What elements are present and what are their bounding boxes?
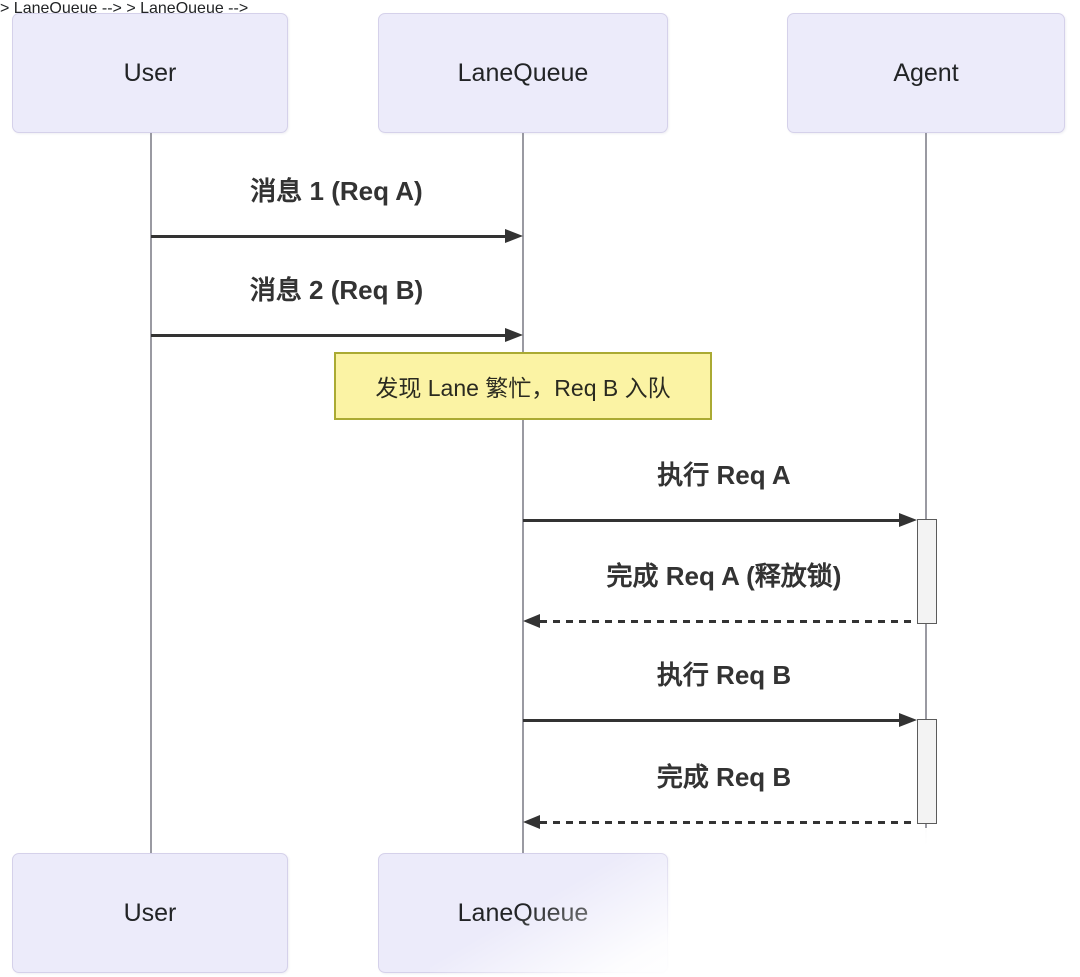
message-arrow-line [523,719,899,722]
activation-bar-req-b [917,719,937,824]
arrowhead-left-icon [523,815,540,829]
message-label: 执行 Req B [656,660,792,690]
actor-top-agent: Agent [787,13,1065,133]
arrowhead-right-icon [899,713,917,727]
message-arrow-line-dashed [540,821,917,824]
message-arrow-line [151,334,505,337]
actor-label: LaneQueue [457,58,589,87]
message-label: 消息 1 (Req A) [250,176,423,206]
arrowhead-right-icon [899,513,917,527]
message-label: 执行 Req A [657,460,791,490]
note-box: 发现 Lane 繁忙，Req B 入队 [334,352,712,420]
arrowhead-right-icon [505,229,523,243]
actor-bottom-user: User [12,853,288,973]
lifeline-lanequeue [522,133,524,853]
message-label: 完成 Req B [656,762,792,792]
activation-bar-req-a [917,519,937,624]
actor-bottom-lanequeue: LaneQueue [378,853,668,973]
actor-top-lanequeue: LaneQueue [378,13,668,133]
message-label: 消息 2 (Req B) [249,275,424,305]
message-arrow-line [523,519,899,522]
actor-label: User [123,898,177,927]
actor-label: User [123,58,177,87]
actor-label: Agent [893,58,959,87]
actor-top-user: User [12,13,288,133]
actor-label: LaneQueue [457,898,589,927]
message-arrow-line-dashed [540,620,917,623]
arrowhead-left-icon [523,614,540,628]
arrowhead-right-icon [505,328,523,342]
lifeline-agent [925,133,927,853]
message-arrow-line [151,235,505,238]
lifeline-user [150,133,152,853]
message-label: 完成 Req A (释放锁) [606,561,842,591]
